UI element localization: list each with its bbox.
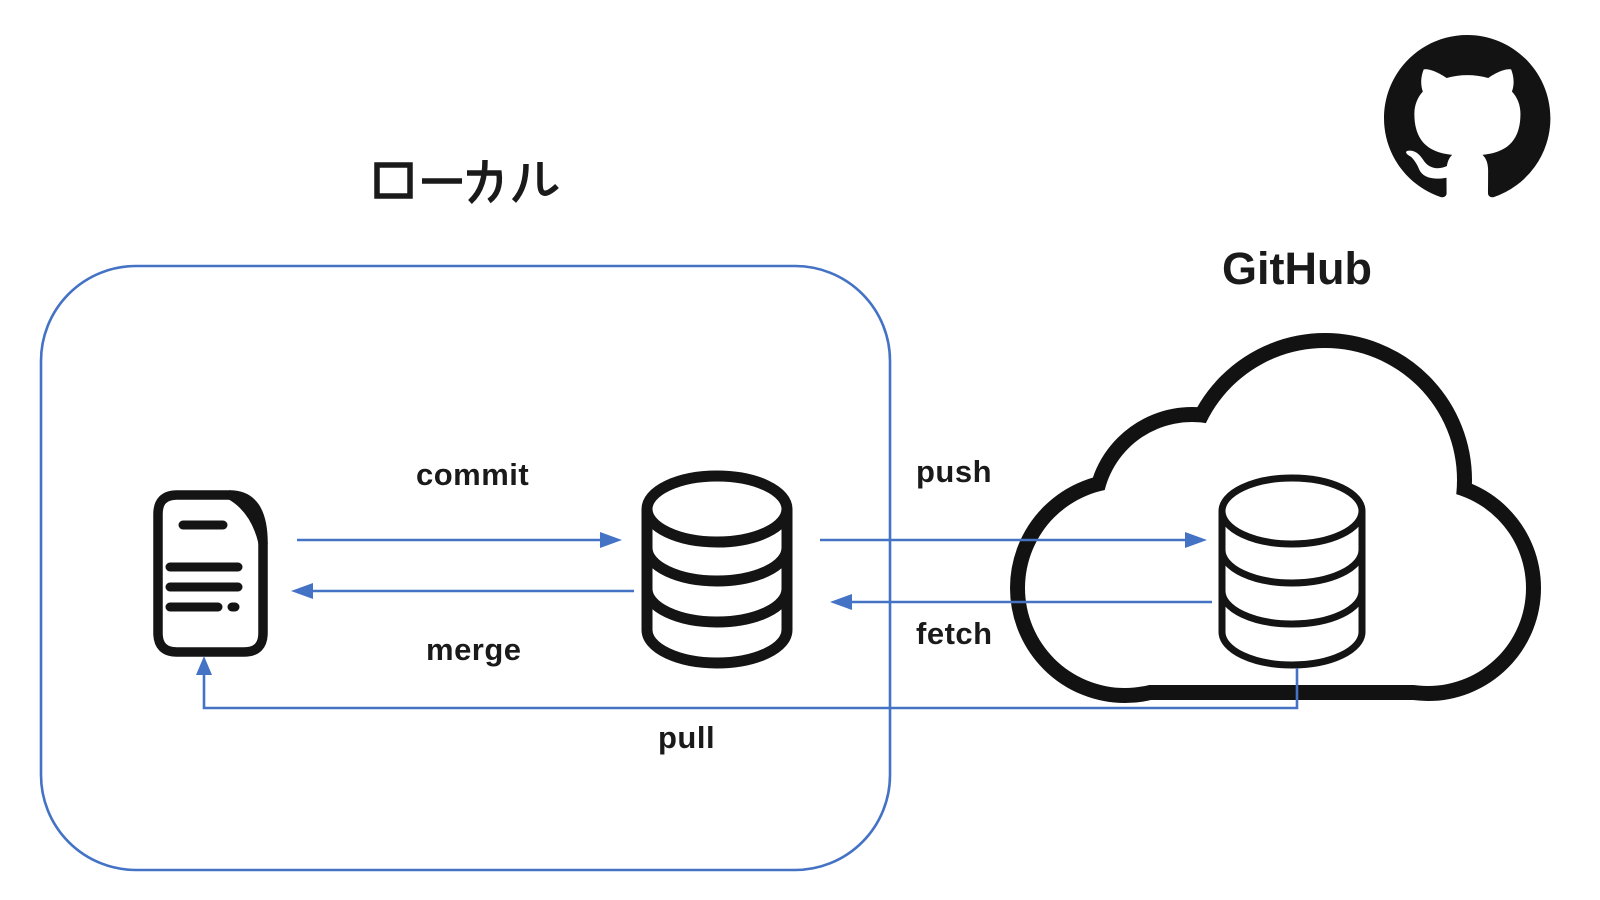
github-section-title: GitHub	[1222, 243, 1372, 294]
local-database-icon	[647, 476, 787, 663]
github-logo-icon	[1384, 35, 1551, 198]
document-icon	[153, 490, 268, 657]
pull-label: pull	[658, 720, 716, 755]
push-label: push	[916, 454, 993, 489]
merge-arrow	[291, 583, 634, 599]
push-arrow	[820, 532, 1207, 548]
commit-arrow	[297, 532, 622, 548]
pull-arrow	[196, 656, 1299, 710]
fetch-label: fetch	[916, 616, 993, 651]
commit-label: commit	[416, 457, 530, 492]
local-section-title: ローカル	[372, 158, 532, 198]
fetch-arrow	[830, 594, 1212, 610]
merge-label: merge	[426, 632, 522, 667]
cloud-icon	[1010, 333, 1541, 703]
local-boundary-box	[39, 264, 892, 872]
local-title-glyphs	[374, 159, 559, 205]
